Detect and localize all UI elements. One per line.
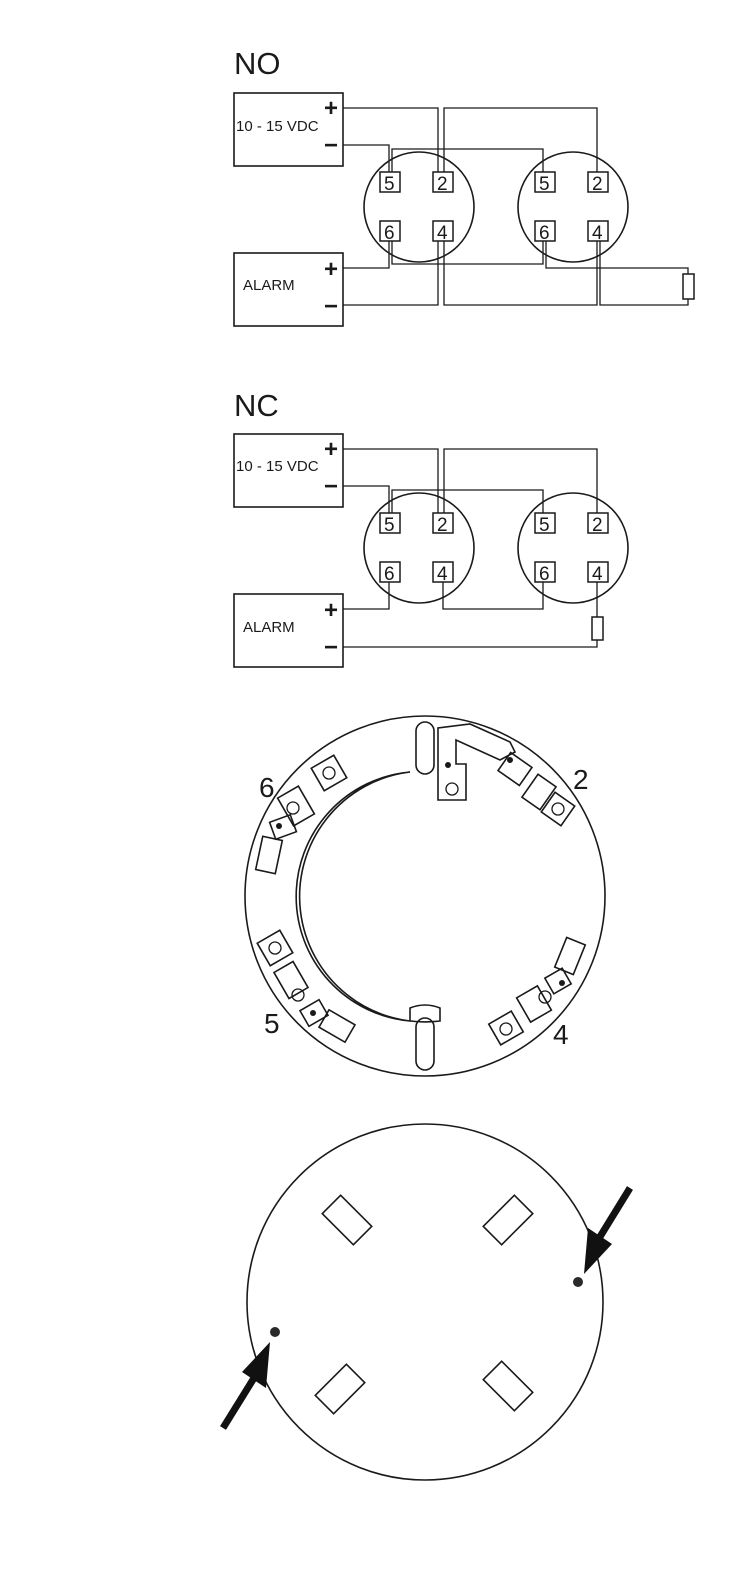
no-alarm-minus: − [324,293,338,320]
no-d2-pin6-label: 6 [539,223,550,244]
terminal-4-screw [500,1023,512,1035]
nc-power-label: 10 - 15 VDC [236,458,319,475]
terminal-5-screw [269,942,281,954]
terminal-5-block [274,962,308,999]
terminal-4-screw-b [539,991,551,1003]
terminal-6-plate [311,755,347,791]
nc-detector-1 [364,493,474,603]
no-d1-pin6-label: 6 [384,223,395,244]
terminal-6-rivet [276,823,282,829]
terminal-6-screw [323,767,335,779]
terminal-label-5: 5 [264,1008,280,1039]
base-plate-outline [247,1124,603,1480]
no-wires [343,108,688,305]
base-inner-opening [296,772,440,1022]
plate-slot-bottom-right [483,1361,532,1410]
nc-d1-pin4-label: 4 [437,564,448,585]
nc-power-plus: + [324,436,338,463]
no-power-label: 10 - 15 VDC [236,118,319,135]
nc-d1-pin5-label: 5 [384,515,395,536]
nc-wiring-diagram: NC 10 - 15 VDC + − ALARM + − 5 2 [234,388,628,667]
nc-d2-pin2-label: 2 [592,515,603,536]
no-alarm-label: ALARM [243,277,295,294]
terminal-2-screw-b [552,803,564,815]
detector-base-plate [223,1124,630,1480]
nc-title: NC [234,388,279,423]
nc-d1-pin6-label: 6 [384,564,395,585]
no-power-minus: − [324,132,338,159]
base-top-slot [416,722,434,774]
terminal-6-screw-b [287,802,299,814]
no-d2-pin2-label: 2 [592,174,603,195]
no-wiring-diagram: NO 10 - 15 VDC + − ALARM + − [234,46,694,326]
no-end-resistor [683,274,694,299]
plate-slot-top-left [322,1195,371,1244]
no-d2-pin5-label: 5 [539,174,550,195]
no-detector-1 [364,152,474,262]
nc-d2-pin6-label: 6 [539,564,550,585]
nc-alarm-plus: + [324,597,338,624]
terminal-2-rivet-b [507,757,513,763]
plate-slot-bottom-left [315,1364,364,1413]
nc-d2-pin4-label: 4 [592,564,603,585]
nc-end-resistor [592,617,603,640]
terminal-2-rivet [445,762,451,768]
no-alarm-plus: + [324,256,338,283]
terminal-5-plate [257,930,293,966]
terminal-6-tab [256,836,283,873]
terminal-4-tab [555,937,586,974]
plate-screw-hole-left [270,1327,280,1337]
no-d2-pin4-label: 4 [592,223,603,244]
nc-d2-pin5-label: 5 [539,515,550,536]
no-power-plus: + [324,95,338,122]
terminal-5-tab [319,1010,355,1042]
terminal-label-2: 2 [573,764,589,795]
terminal-5-rivet [310,1010,316,1016]
terminal-2-screw [446,783,458,795]
no-d1-pin5-label: 5 [384,174,395,195]
nc-alarm-minus: − [324,634,338,661]
nc-detector-2 [518,493,628,603]
no-title: NO [234,46,281,81]
nc-alarm-label: ALARM [243,619,295,636]
plate-slot-top-right [483,1195,532,1244]
detector-base-ring: 6 2 5 4 [245,716,605,1076]
arrow-pointer-right [584,1188,630,1274]
arrow-pointer-left [223,1342,270,1428]
terminal-2-plate [541,792,574,825]
terminal-4-plate [489,1011,524,1045]
nc-d1-pin2-label: 2 [437,515,448,536]
terminal-2-block [522,774,556,810]
base-bottom-slot [416,1018,434,1070]
terminal-4-rivet [559,980,565,986]
no-d1-pin4-label: 4 [437,223,448,244]
no-d1-pin2-label: 2 [437,174,448,195]
plate-screw-hole-right [573,1277,583,1287]
nc-wires [343,449,597,647]
terminal-6-block [278,786,315,826]
terminal-6-clip [270,815,297,839]
terminal-label-6: 6 [259,772,275,803]
no-detector-2 [518,152,628,262]
nc-power-minus: − [324,473,338,500]
terminal-label-4: 4 [553,1019,569,1050]
